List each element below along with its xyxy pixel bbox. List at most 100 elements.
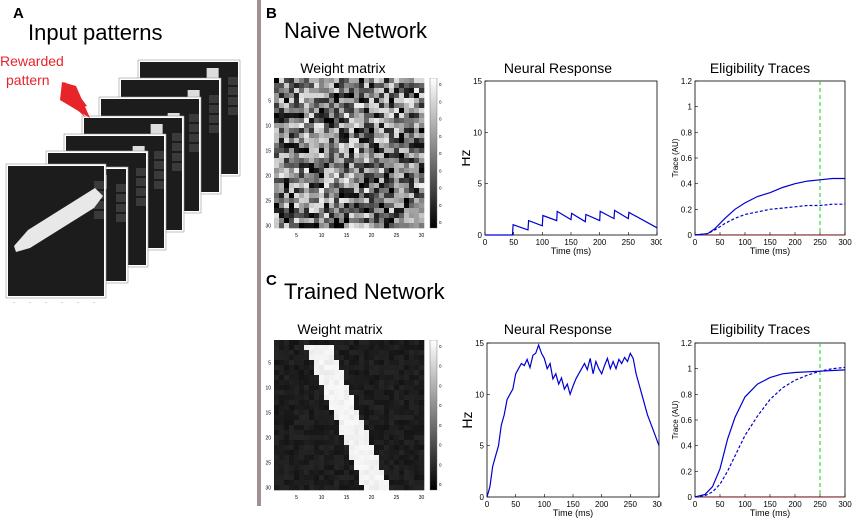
- matrix-cell: [394, 83, 400, 89]
- matrix-cell: [314, 198, 320, 204]
- matrix-cell: [299, 485, 305, 491]
- matrix-cell: [294, 350, 300, 356]
- pattern-pixel: [228, 107, 238, 115]
- matrix-cell: [389, 193, 395, 199]
- matrix-cell: [299, 410, 305, 416]
- matrix-cell: [294, 405, 300, 411]
- matrix-cell: [344, 380, 350, 386]
- matrix-cell: [329, 218, 335, 224]
- matrix-cell: [354, 355, 360, 361]
- matrix-cell: [354, 168, 360, 174]
- matrix-cell: [284, 133, 290, 139]
- matrix-cell: [299, 178, 305, 184]
- matrix-cell: [409, 420, 415, 426]
- y-tick-label: 0.8: [681, 390, 693, 399]
- matrix-cell: [324, 430, 330, 436]
- matrix-cell: [414, 223, 420, 229]
- matrix-cell: [359, 360, 365, 366]
- matrix-cell: [344, 153, 350, 159]
- matrix-cell: [289, 148, 295, 154]
- matrix-cell: [364, 148, 370, 154]
- matrix-cell: [359, 420, 365, 426]
- naive-weight-matrix: 55101015152020252530300.0380.0370.0370.0…: [265, 78, 442, 239]
- matrix-cell: [364, 138, 370, 144]
- pattern-tick: ·: [45, 300, 47, 306]
- matrix-cell: [289, 355, 295, 361]
- matrix-cell: [399, 380, 405, 386]
- matrix-cell: [399, 390, 405, 396]
- matrix-cell: [284, 213, 290, 219]
- matrix-x-tick: 25: [394, 233, 400, 239]
- matrix-cell: [289, 163, 295, 169]
- matrix-cell: [359, 83, 365, 89]
- matrix-cell: [374, 465, 380, 471]
- matrix-cell: [339, 470, 345, 476]
- matrix-cell: [279, 405, 285, 411]
- matrix-cell: [329, 103, 335, 109]
- matrix-cell: [394, 370, 400, 376]
- matrix-cell: [304, 435, 310, 441]
- matrix-cell: [389, 380, 395, 386]
- matrix-cell: [329, 385, 335, 391]
- matrix-cell: [354, 420, 360, 426]
- matrix-cell: [279, 163, 285, 169]
- matrix-cell: [379, 78, 385, 84]
- matrix-cell: [274, 123, 280, 129]
- matrix-cell: [369, 445, 375, 451]
- matrix-cell: [294, 138, 300, 144]
- matrix-cell: [354, 360, 360, 366]
- matrix-cell: [279, 218, 285, 224]
- matrix-cell: [374, 108, 380, 114]
- matrix-cell: [349, 480, 355, 486]
- matrix-cell: [314, 450, 320, 456]
- matrix-cell: [274, 88, 280, 94]
- matrix-cell: [399, 223, 405, 229]
- matrix-cell: [334, 83, 340, 89]
- matrix-cell: [304, 78, 310, 84]
- matrix-cell: [304, 128, 310, 134]
- matrix-cell: [289, 395, 295, 401]
- matrix-cell: [329, 193, 335, 199]
- matrix-cell: [399, 435, 405, 441]
- matrix-cell: [299, 475, 305, 481]
- matrix-cell: [409, 425, 415, 431]
- matrix-cell: [274, 420, 280, 426]
- matrix-cell: [389, 83, 395, 89]
- matrix-cell: [339, 345, 345, 351]
- matrix-cell: [294, 128, 300, 134]
- matrix-cell: [359, 345, 365, 351]
- matrix-cell: [414, 118, 420, 124]
- matrix-cell: [379, 203, 385, 209]
- matrix-cell: [349, 168, 355, 174]
- matrix-cell: [374, 128, 380, 134]
- matrix-cell: [329, 173, 335, 179]
- matrix-cell: [374, 98, 380, 104]
- matrix-cell: [299, 435, 305, 441]
- matrix-cell: [409, 188, 415, 194]
- matrix-x-tick: 5: [295, 233, 298, 239]
- matrix-cell: [344, 173, 350, 179]
- matrix-cell: [414, 173, 420, 179]
- matrix-cell: [344, 98, 350, 104]
- matrix-cell: [374, 203, 380, 209]
- matrix-cell: [354, 158, 360, 164]
- matrix-cell: [354, 385, 360, 391]
- matrix-cell: [369, 365, 375, 371]
- matrix-cell: [274, 430, 280, 436]
- matrix-cell: [379, 198, 385, 204]
- matrix-cell: [374, 425, 380, 431]
- matrix-cell: [364, 178, 370, 184]
- matrix-cell: [329, 480, 335, 486]
- y-axis-label: Trace (AU): [671, 400, 680, 439]
- matrix-cell: [354, 370, 360, 376]
- pattern-pixel: [136, 198, 146, 206]
- matrix-cell: [384, 420, 390, 426]
- matrix-cell: [419, 148, 425, 154]
- matrix-cell: [379, 360, 385, 366]
- matrix-cell: [274, 450, 280, 456]
- matrix-cell: [419, 128, 425, 134]
- matrix-cell: [339, 138, 345, 144]
- matrix-cell: [354, 218, 360, 224]
- matrix-cell: [309, 138, 315, 144]
